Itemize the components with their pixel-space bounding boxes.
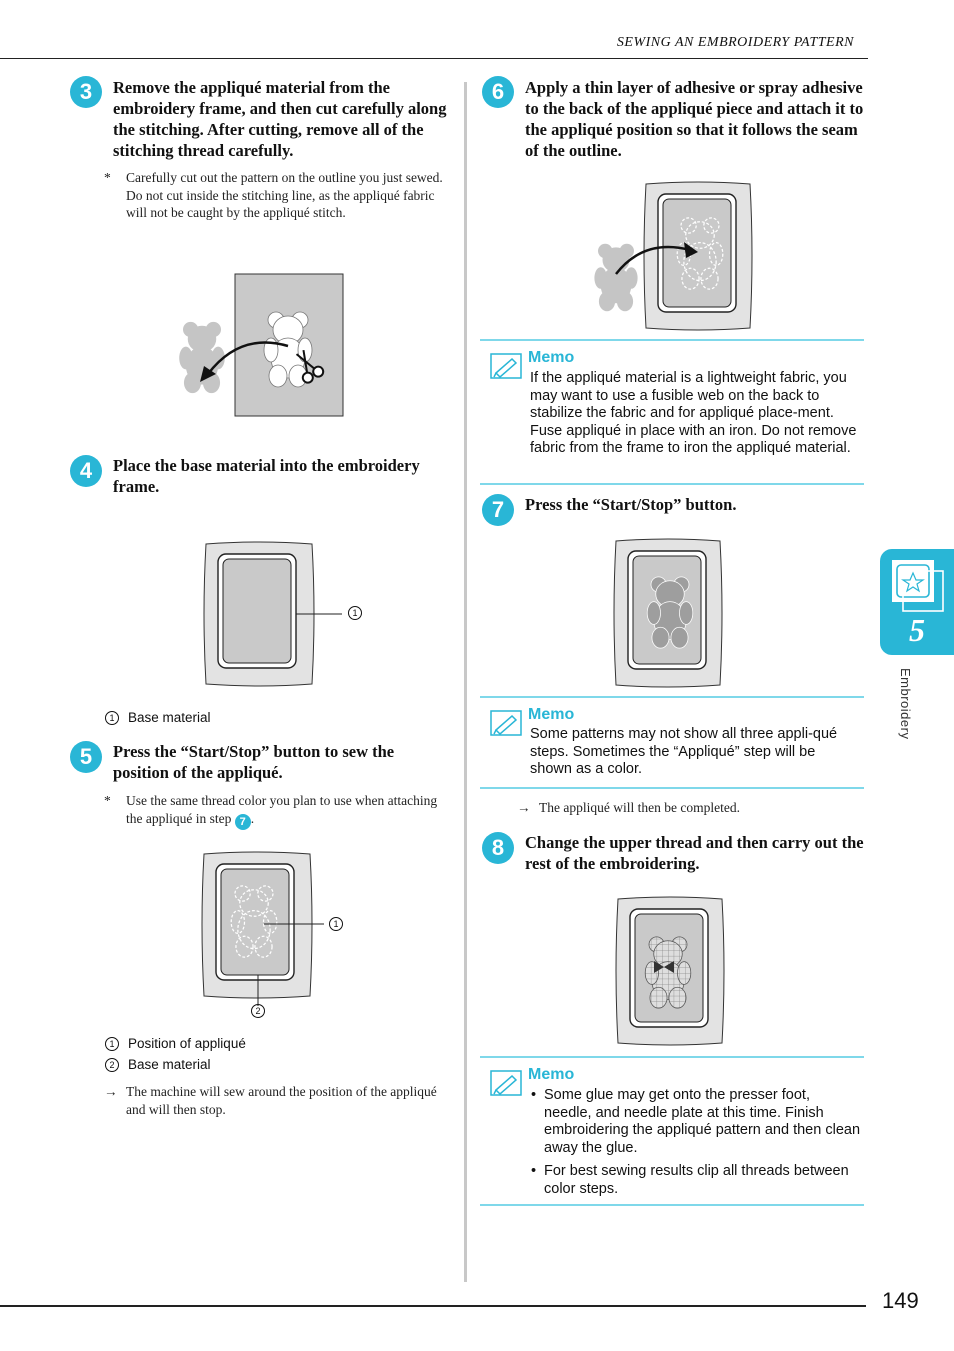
- step-7-title: Press the “Start/Stop” button.: [525, 495, 737, 514]
- scissors-icon: [295, 349, 325, 384]
- memo-pencil-icon: [490, 353, 522, 379]
- step-4-title: Place the base material into the embroid…: [113, 456, 420, 496]
- attach-appliqué-illustration: [594, 181, 753, 331]
- step-3-number: 3: [70, 76, 102, 108]
- step-5-callout-2: 2: [251, 1003, 265, 1018]
- bear-appliqué-piece: [179, 321, 225, 394]
- appliqué-position-illustration: [201, 851, 324, 1006]
- memo-box-1: Memo If the appliqué material is a light…: [480, 339, 864, 485]
- step-6-number: 6: [482, 76, 514, 108]
- step-5-note: * Use the same thread color you plan to …: [104, 792, 451, 831]
- step-7-number: 7: [482, 494, 514, 526]
- step-3-note: * Carefully cut out the pattern on the o…: [104, 169, 451, 222]
- step-4-callout: 1: [348, 605, 362, 620]
- memo-2-text: Some patterns may not show all three app…: [530, 726, 838, 777]
- memo-box-3: Memo Some glue may get onto the presser …: [480, 1056, 864, 1206]
- cut-out-illustration: [179, 273, 344, 417]
- memo-box-2: Memo Some patterns may not show all thre…: [480, 696, 864, 789]
- memo-pencil-icon: [490, 710, 522, 736]
- memo-3-list: Some glue may get onto the presser foot,…: [530, 1087, 860, 1204]
- chapter-label: Embroidery: [898, 668, 913, 740]
- step-3-title: Remove the appliqué material from the em…: [113, 78, 447, 160]
- finished-embroidery-illustration: [615, 896, 725, 1046]
- header-rule: [0, 58, 868, 59]
- step-8-title: Change the upper thread and then carry o…: [525, 833, 864, 873]
- step-5-callout-1: 1: [329, 916, 343, 931]
- step-5-result: → The machine will sew around the positi…: [104, 1084, 437, 1117]
- memo-1-text: If the appliqué material is a lightweigh…: [530, 370, 857, 456]
- step-ref-7: 7: [234, 814, 251, 831]
- chapter-number: 5: [909, 612, 925, 648]
- page-number: 149: [882, 1288, 919, 1313]
- embroidered-bear: [644, 936, 692, 1009]
- memo-1-title: Memo: [528, 349, 575, 366]
- step-4-number: 4: [70, 455, 102, 487]
- step-5-title: Press the “Start/Stop” button to sew the…: [113, 742, 395, 782]
- bow-tie-icon: [654, 961, 674, 973]
- memo-3-item: Some glue may get onto the presser foot,…: [531, 1087, 860, 1157]
- step-5-number: 5: [70, 741, 102, 773]
- memo-2-title: Memo: [528, 706, 575, 723]
- step-3-note-text: Carefully cut out the pattern on the out…: [126, 170, 443, 220]
- memo-pencil-icon: [490, 1070, 522, 1096]
- embroidery-hoop-icon: [890, 558, 944, 612]
- footer-rule: [0, 1305, 866, 1307]
- memo-3-item: For best sewing results clip all threads…: [531, 1163, 860, 1198]
- header-title: SEWING AN EMBROIDERY PATTERN: [616, 35, 854, 50]
- step-7-result: → The appliqué will then be completed.: [517, 800, 740, 815]
- step-8-number: 8: [482, 832, 514, 864]
- bear-appliqué-piece: [594, 243, 638, 312]
- note-asterisk: *: [104, 170, 111, 185]
- embroidery-frame-illustration: [203, 541, 342, 687]
- step-6-title: Apply a thin layer of adhesive or spray …: [525, 78, 864, 160]
- completed-appliqué-illustration: [613, 538, 723, 688]
- memo-3-title: Memo: [528, 1066, 575, 1083]
- column-divider: [464, 82, 467, 1282]
